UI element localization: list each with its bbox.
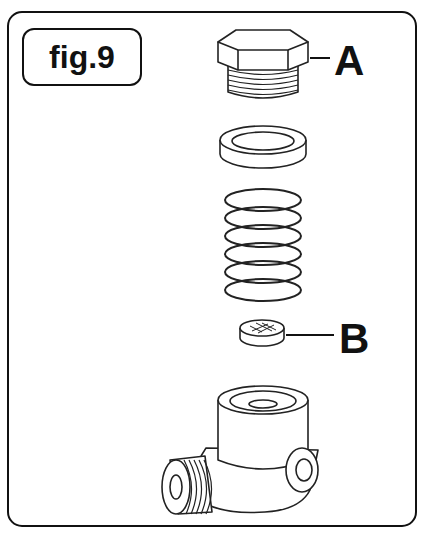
figure-label-box: fig.9 <box>22 28 142 86</box>
leader-line <box>310 57 330 59</box>
spring <box>225 189 301 301</box>
leader-line <box>286 334 334 336</box>
valve-disc <box>240 320 284 346</box>
valve-body <box>162 386 318 514</box>
cap-nut <box>218 30 308 98</box>
part-callout: B <box>338 318 370 360</box>
figure-number: fig.9 <box>49 41 115 73</box>
frame <box>8 12 416 526</box>
part-callout: A <box>333 40 365 82</box>
washer <box>220 126 306 168</box>
